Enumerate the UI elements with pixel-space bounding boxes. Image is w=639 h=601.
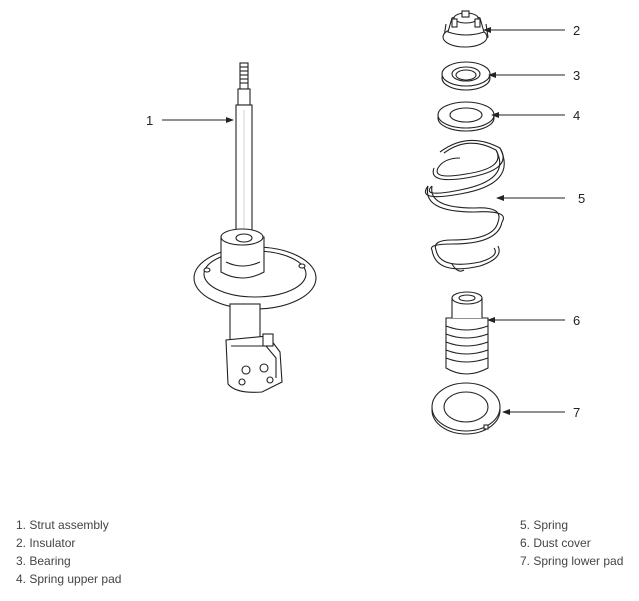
- legend-right-column: 5. Spring 6. Dust cover 7. Spring lower …: [520, 516, 623, 570]
- legend-item-strut-assembly: 1. Strut assembly: [16, 518, 109, 532]
- legend-item-spring-upper-pad: 4. Spring upper pad: [16, 572, 122, 586]
- callout-5: 5: [578, 191, 585, 206]
- legend-item-insulator: 2. Insulator: [16, 536, 76, 550]
- leader-lines: [162, 27, 565, 415]
- exploded-view-diagram: 1 2 3 4 5 6 7: [146, 10, 585, 435]
- legend-item-bearing: 3. Bearing: [16, 554, 71, 568]
- callout-3: 3: [573, 68, 580, 83]
- insulator-drawing: [442, 10, 489, 48]
- callout-2: 2: [573, 23, 580, 38]
- legend-left-column: 1. Strut assembly 2. Insulator 3. Bearin…: [16, 516, 121, 588]
- legend-item-spring: 5. Spring: [520, 518, 569, 532]
- spring-lower-pad-drawing: [431, 382, 501, 435]
- strut-assembly-drawing: [193, 62, 317, 393]
- callout-1: 1: [146, 113, 153, 128]
- dust-cover-drawing: [445, 291, 489, 375]
- coil-spring-drawing: [424, 139, 505, 272]
- callout-7: 7: [573, 405, 580, 420]
- callout-6: 6: [573, 313, 580, 328]
- callout-4: 4: [573, 108, 580, 123]
- legend-item-dust-cover: 6. Dust cover: [520, 536, 591, 550]
- spring-upper-pad-drawing: [437, 101, 495, 132]
- bearing-drawing: [441, 61, 491, 91]
- legend-item-spring-lower-pad: 7. Spring lower pad: [520, 554, 624, 568]
